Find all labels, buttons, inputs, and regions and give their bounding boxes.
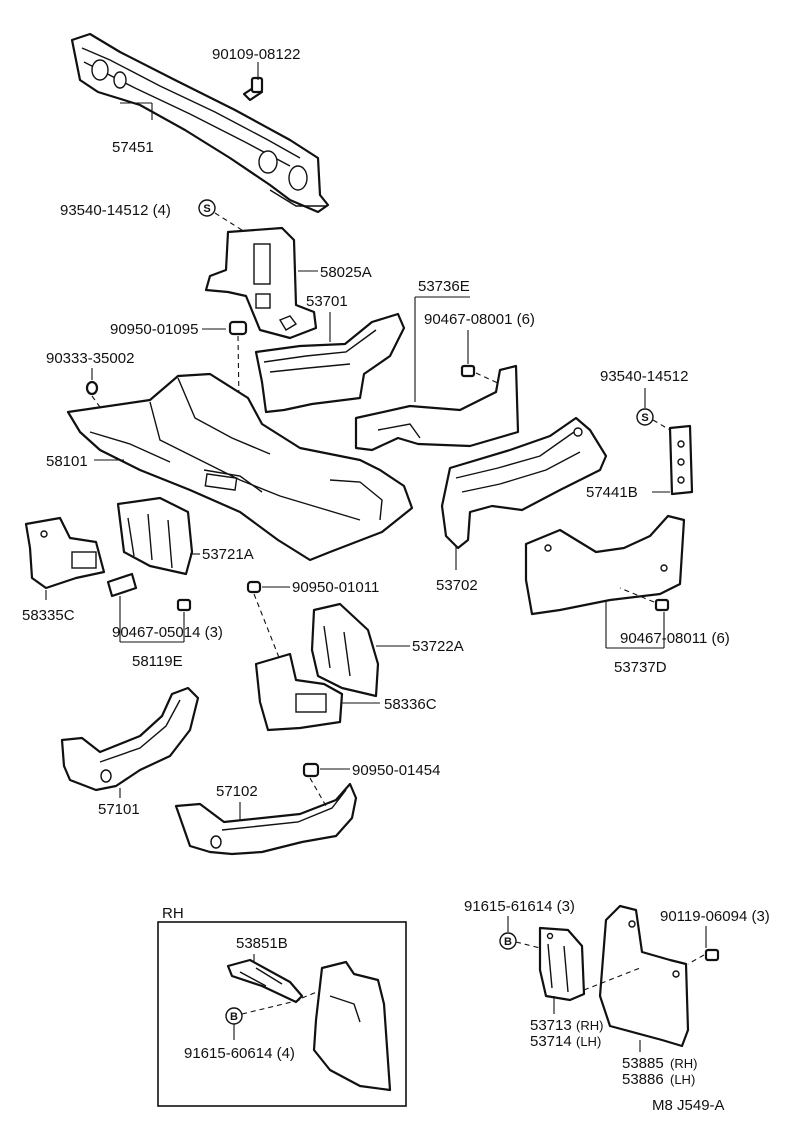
label-90950-01454: 90950-01454	[352, 762, 440, 779]
label-57441b: 57441B	[586, 484, 638, 501]
plug-90950-01011-icon	[246, 580, 262, 594]
label-57102: 57102	[216, 783, 258, 800]
label-90950-01095: 90950-01095	[110, 321, 198, 338]
label-53714-side: (LH)	[576, 1034, 601, 1049]
label-57101: 57101	[98, 801, 140, 818]
bolt-90467-05014-icon	[176, 598, 192, 612]
part-53737d-drawing	[524, 514, 686, 616]
svg-text:B: B	[230, 1011, 238, 1023]
label-53737d: 53737D	[614, 659, 667, 676]
label-53713: 53713	[530, 1017, 572, 1034]
label-53886-side: (LH)	[670, 1072, 695, 1087]
label-53713-side: (RH)	[576, 1018, 603, 1033]
label-58336c: 58336C	[384, 696, 437, 713]
rh-inset-frame	[157, 921, 407, 1107]
label-53714: 53714	[530, 1033, 572, 1050]
plug-90950-01095-icon	[228, 320, 248, 336]
s-symbol-icon: S	[198, 199, 216, 217]
part-53713-drawing	[538, 926, 586, 1002]
label-90467-08011-6: 90467-08011 (6)	[620, 630, 730, 647]
label-58025a: 58025A	[320, 264, 372, 281]
part-58119e-drawing	[106, 572, 138, 598]
label-93540-14512-4: 93540-14512 (4)	[60, 202, 171, 219]
part-57102-drawing	[174, 782, 358, 856]
bolt-90119-icon	[704, 948, 720, 962]
label-53736e: 53736E	[418, 278, 470, 295]
part-57441b-drawing	[668, 424, 694, 496]
bolt-90109-icon	[242, 76, 264, 102]
svg-text:B: B	[504, 936, 512, 948]
label-90109-08122: 90109-08122	[212, 46, 300, 63]
label-53885: 53885	[622, 1055, 664, 1072]
plug-90333-icon	[85, 380, 99, 396]
part-58101-drawing	[66, 372, 414, 562]
part-58336c-drawing	[254, 652, 344, 732]
bolt-90467-08011-icon	[654, 598, 670, 612]
label-58101: 58101	[46, 453, 88, 470]
label-91615-60614-4: 91615-60614 (4)	[184, 1045, 295, 1062]
part-53851b-drawing	[226, 958, 304, 1004]
part-53722a-drawing	[310, 602, 380, 698]
label-53886: 53886	[622, 1071, 664, 1088]
part-57451-drawing	[70, 32, 330, 214]
part-53885-mudflap-drawing	[598, 904, 690, 1048]
b-symbol-rh-icon: B	[225, 1007, 243, 1025]
label-90119-06094-3: 90119-06094 (3)	[660, 908, 770, 925]
label-rh: RH	[162, 905, 184, 922]
part-53701-drawing	[254, 312, 406, 414]
diagram-code: M8 J549-A	[652, 1097, 725, 1114]
label-58335c: 58335C	[22, 607, 75, 624]
label-53722a: 53722A	[412, 638, 464, 655]
b-symbol-right-icon: B	[499, 932, 517, 950]
part-58335c-drawing	[24, 516, 106, 590]
svg-text:S: S	[641, 412, 648, 424]
part-53721a-drawing	[116, 496, 194, 576]
plug-90950-01454-icon	[302, 762, 320, 778]
label-53851b: 53851B	[236, 935, 288, 952]
bolt-90467-08001-icon	[460, 364, 476, 378]
part-53702-drawing	[440, 416, 608, 550]
label-93540-14512: 93540-14512	[600, 368, 688, 385]
label-53721a: 53721A	[202, 546, 254, 563]
label-53701: 53701	[306, 293, 348, 310]
label-91615-61614-3: 91615-61614 (3)	[464, 898, 575, 915]
label-53885-side: (RH)	[670, 1056, 697, 1071]
s-symbol-right-icon: S	[636, 408, 654, 426]
label-57451: 57451	[112, 139, 154, 156]
label-58119e: 58119E	[132, 653, 183, 670]
part-57101-drawing	[60, 686, 200, 792]
label-90950-01011: 90950-01011	[292, 579, 379, 596]
label-90467-05014-3: 90467-05014 (3)	[112, 624, 223, 641]
label-90333-35002: 90333-35002	[46, 350, 134, 367]
part-58025a-drawing	[204, 226, 318, 340]
mudguard-rh-drawing	[312, 960, 392, 1092]
label-53702: 53702	[436, 577, 478, 594]
svg-text:S: S	[203, 203, 210, 215]
label-90467-08001-6: 90467-08001 (6)	[424, 311, 535, 328]
part-53736e-drawing	[354, 364, 520, 452]
